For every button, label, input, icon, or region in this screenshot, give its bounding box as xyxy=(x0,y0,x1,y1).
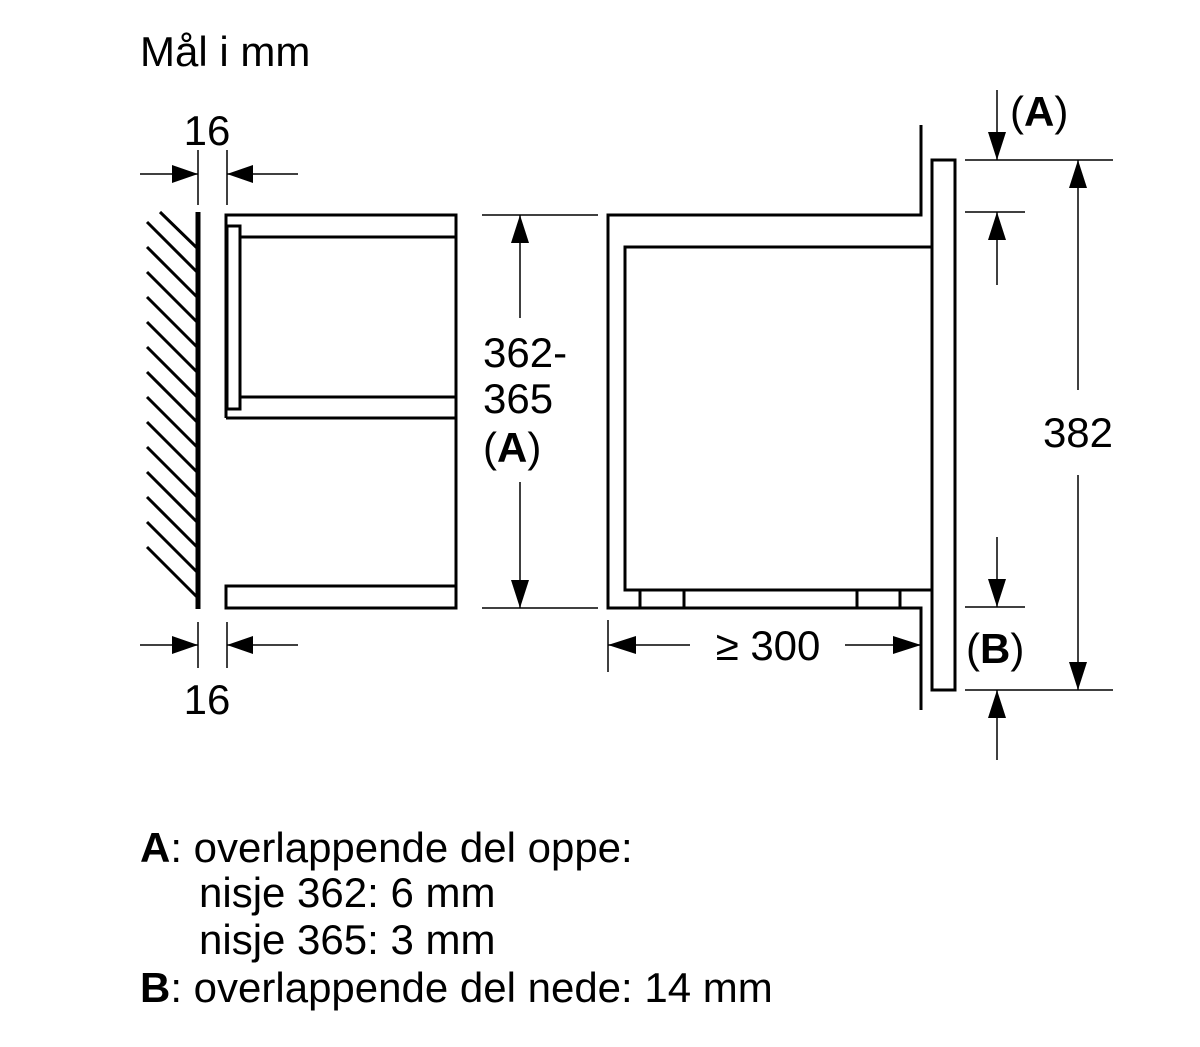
depth-label: ≥ 300 xyxy=(716,622,821,669)
hatch-line xyxy=(145,320,199,374)
hatch-line xyxy=(145,470,199,524)
legend-a: A: overlappende del oppe: xyxy=(140,824,633,871)
hatch-line xyxy=(145,445,199,499)
niche-outline xyxy=(606,125,923,710)
legend: A: overlappende del oppe: nisje 362: 6 m… xyxy=(140,824,773,1011)
niche-height-line1: 362- xyxy=(483,329,567,376)
hatch-line xyxy=(145,370,199,424)
legend-a-line3: nisje 365: 3 mm xyxy=(199,916,495,963)
niche-height-ref: (A) xyxy=(483,424,541,471)
hatch-line xyxy=(145,270,199,324)
dimension-niche-height: 362- 365 (A) xyxy=(482,214,598,609)
legend-a-line2: nisje 362: 6 mm xyxy=(199,869,495,916)
bottom-gap-label: 16 xyxy=(184,676,231,723)
dimension-top-gap: 16 xyxy=(140,107,298,205)
hatch-line xyxy=(145,220,199,274)
niche-height-ref-letter: A xyxy=(497,424,527,471)
overlap-bottom-letter: B xyxy=(980,625,1010,672)
legend-a-text: : overlappende del oppe: xyxy=(170,824,632,871)
dimension-overlaps: (A) (B) xyxy=(965,88,1113,760)
hatch-line xyxy=(145,245,199,299)
dimension-bottom-gap: 16 xyxy=(140,622,298,723)
front-panel xyxy=(930,158,957,692)
front-height-label: 382 xyxy=(1043,409,1113,456)
diagram-title: Mål i mm xyxy=(140,28,310,75)
legend-b-key: B xyxy=(140,964,170,1011)
wall xyxy=(145,210,201,609)
hatch-line xyxy=(145,520,199,574)
hatch-line xyxy=(145,345,199,399)
hatch-line xyxy=(145,495,199,549)
legend-a-key: A xyxy=(140,824,170,871)
top-gap-label: 16 xyxy=(184,107,231,154)
hatch-line xyxy=(145,420,199,474)
overlap-bottom-ref: (B) xyxy=(966,625,1024,672)
dimension-front-height: 382 xyxy=(1043,160,1113,690)
overlap-top-ref: (A) xyxy=(1010,88,1068,135)
legend-b: B: overlappende del nede: 14 mm xyxy=(140,964,773,1011)
cabinet-side-view xyxy=(224,213,458,610)
hatch-line xyxy=(158,210,199,250)
appliance-body xyxy=(623,245,932,608)
niche-height-line2: 365 xyxy=(483,375,553,422)
legend-b-text: : overlappende del nede: 14 mm xyxy=(170,964,772,1011)
overlap-top-letter: A xyxy=(1024,88,1054,135)
hatch-line xyxy=(145,545,199,599)
hatch-line xyxy=(145,395,199,449)
hatch-line xyxy=(145,295,199,349)
dimension-depth: ≥ 300 xyxy=(607,620,921,672)
